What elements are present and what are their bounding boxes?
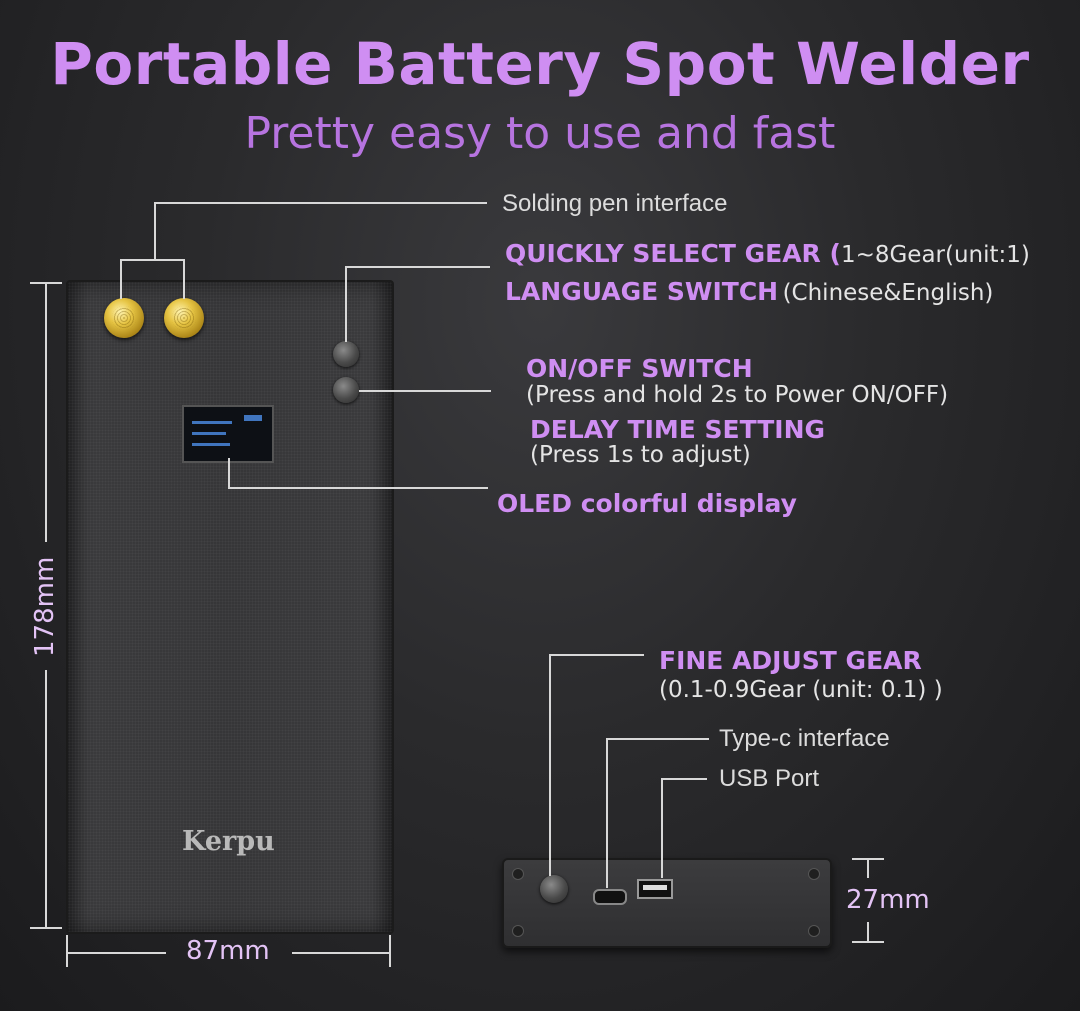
brand-logo: Kerpu [182,826,275,857]
screw-icon [808,925,820,937]
fine-adjust-note: (0.1-0.9Gear (unit: 0.1) ) [659,677,943,703]
solding-pen-label: Solding pen interface [502,190,728,217]
oled-label: OLED colorful display [497,489,797,518]
width-dimension: 87mm [186,936,270,966]
page-title: Portable Battery Spot Welder [50,30,1030,98]
fine-adjust-label: FINE ADJUST GEAR [659,646,922,675]
height-dimension: 178mm [30,556,60,657]
welder-side-image [502,858,832,948]
screw-icon [512,925,524,937]
pen-terminal-right [164,298,204,338]
power-button [333,377,359,403]
fine-adjust-button [540,875,568,903]
delay-label: DELAY TIME SETTING [530,415,826,444]
screw-icon [512,868,524,880]
type-c-port [593,889,627,905]
delay-note: (Press 1s to adjust) [530,442,751,468]
gear-select-button [333,341,359,367]
quick-gear-label: QUICKLY SELECT GEAR (1~8Gear(unit:1) [505,239,1030,268]
onoff-note: (Press and hold 2s to Power ON/OFF) [526,382,949,408]
type-c-label: Type-c interface [719,725,890,752]
screw-icon [808,868,820,880]
pen-terminal-left [104,298,144,338]
usb-label: USB Port [719,765,820,792]
onoff-label: ON/OFF SWITCH [526,354,753,383]
language-label: LANGUAGE SWITCH (Chinese&English) [505,277,994,306]
usb-port [637,879,673,899]
oled-display [182,405,274,463]
page-subtitle: Pretty easy to use and fast [244,108,836,159]
depth-dimension: 27mm [846,885,930,915]
